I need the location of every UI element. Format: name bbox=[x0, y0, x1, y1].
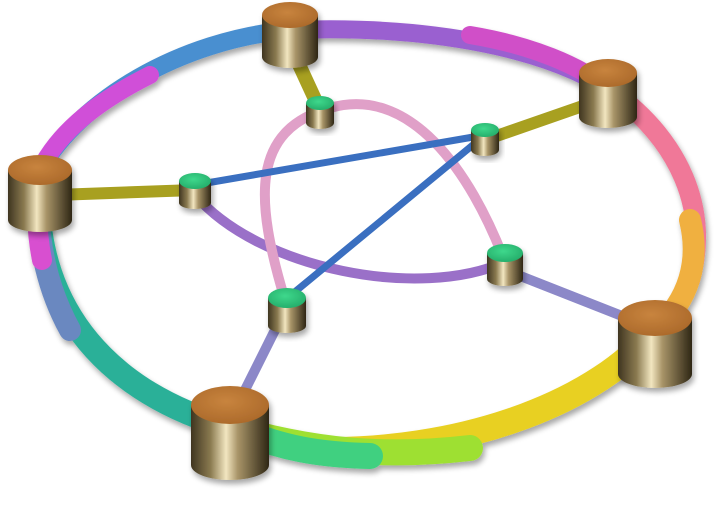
inner-nodes bbox=[179, 96, 523, 333]
outer-node-bottom-right[interactable] bbox=[618, 300, 692, 388]
outer-node-top-right[interactable] bbox=[579, 59, 637, 128]
outer-nodes bbox=[8, 2, 692, 480]
star-link-blue-1 bbox=[191, 131, 489, 189]
inner-node-right[interactable] bbox=[471, 123, 499, 156]
star-link-purple bbox=[190, 190, 510, 284]
inner-node-left[interactable] bbox=[179, 173, 211, 209]
inner-node-bottom-left[interactable] bbox=[268, 288, 306, 333]
ring-segment-4 bbox=[317, 317, 668, 463]
outer-node-left[interactable] bbox=[8, 155, 72, 232]
star-links bbox=[190, 99, 510, 305]
outer-node-top[interactable] bbox=[262, 2, 318, 68]
spoke-left bbox=[54, 184, 196, 201]
ring-segment-1 bbox=[31, 21, 299, 179]
star-link-blue-2 bbox=[281, 131, 489, 304]
inner-node-bottom-right[interactable] bbox=[487, 244, 523, 286]
inner-node-top[interactable] bbox=[306, 96, 334, 129]
outer-node-bottom-left[interactable] bbox=[191, 386, 269, 480]
ring-segment-1b bbox=[31, 66, 159, 179]
